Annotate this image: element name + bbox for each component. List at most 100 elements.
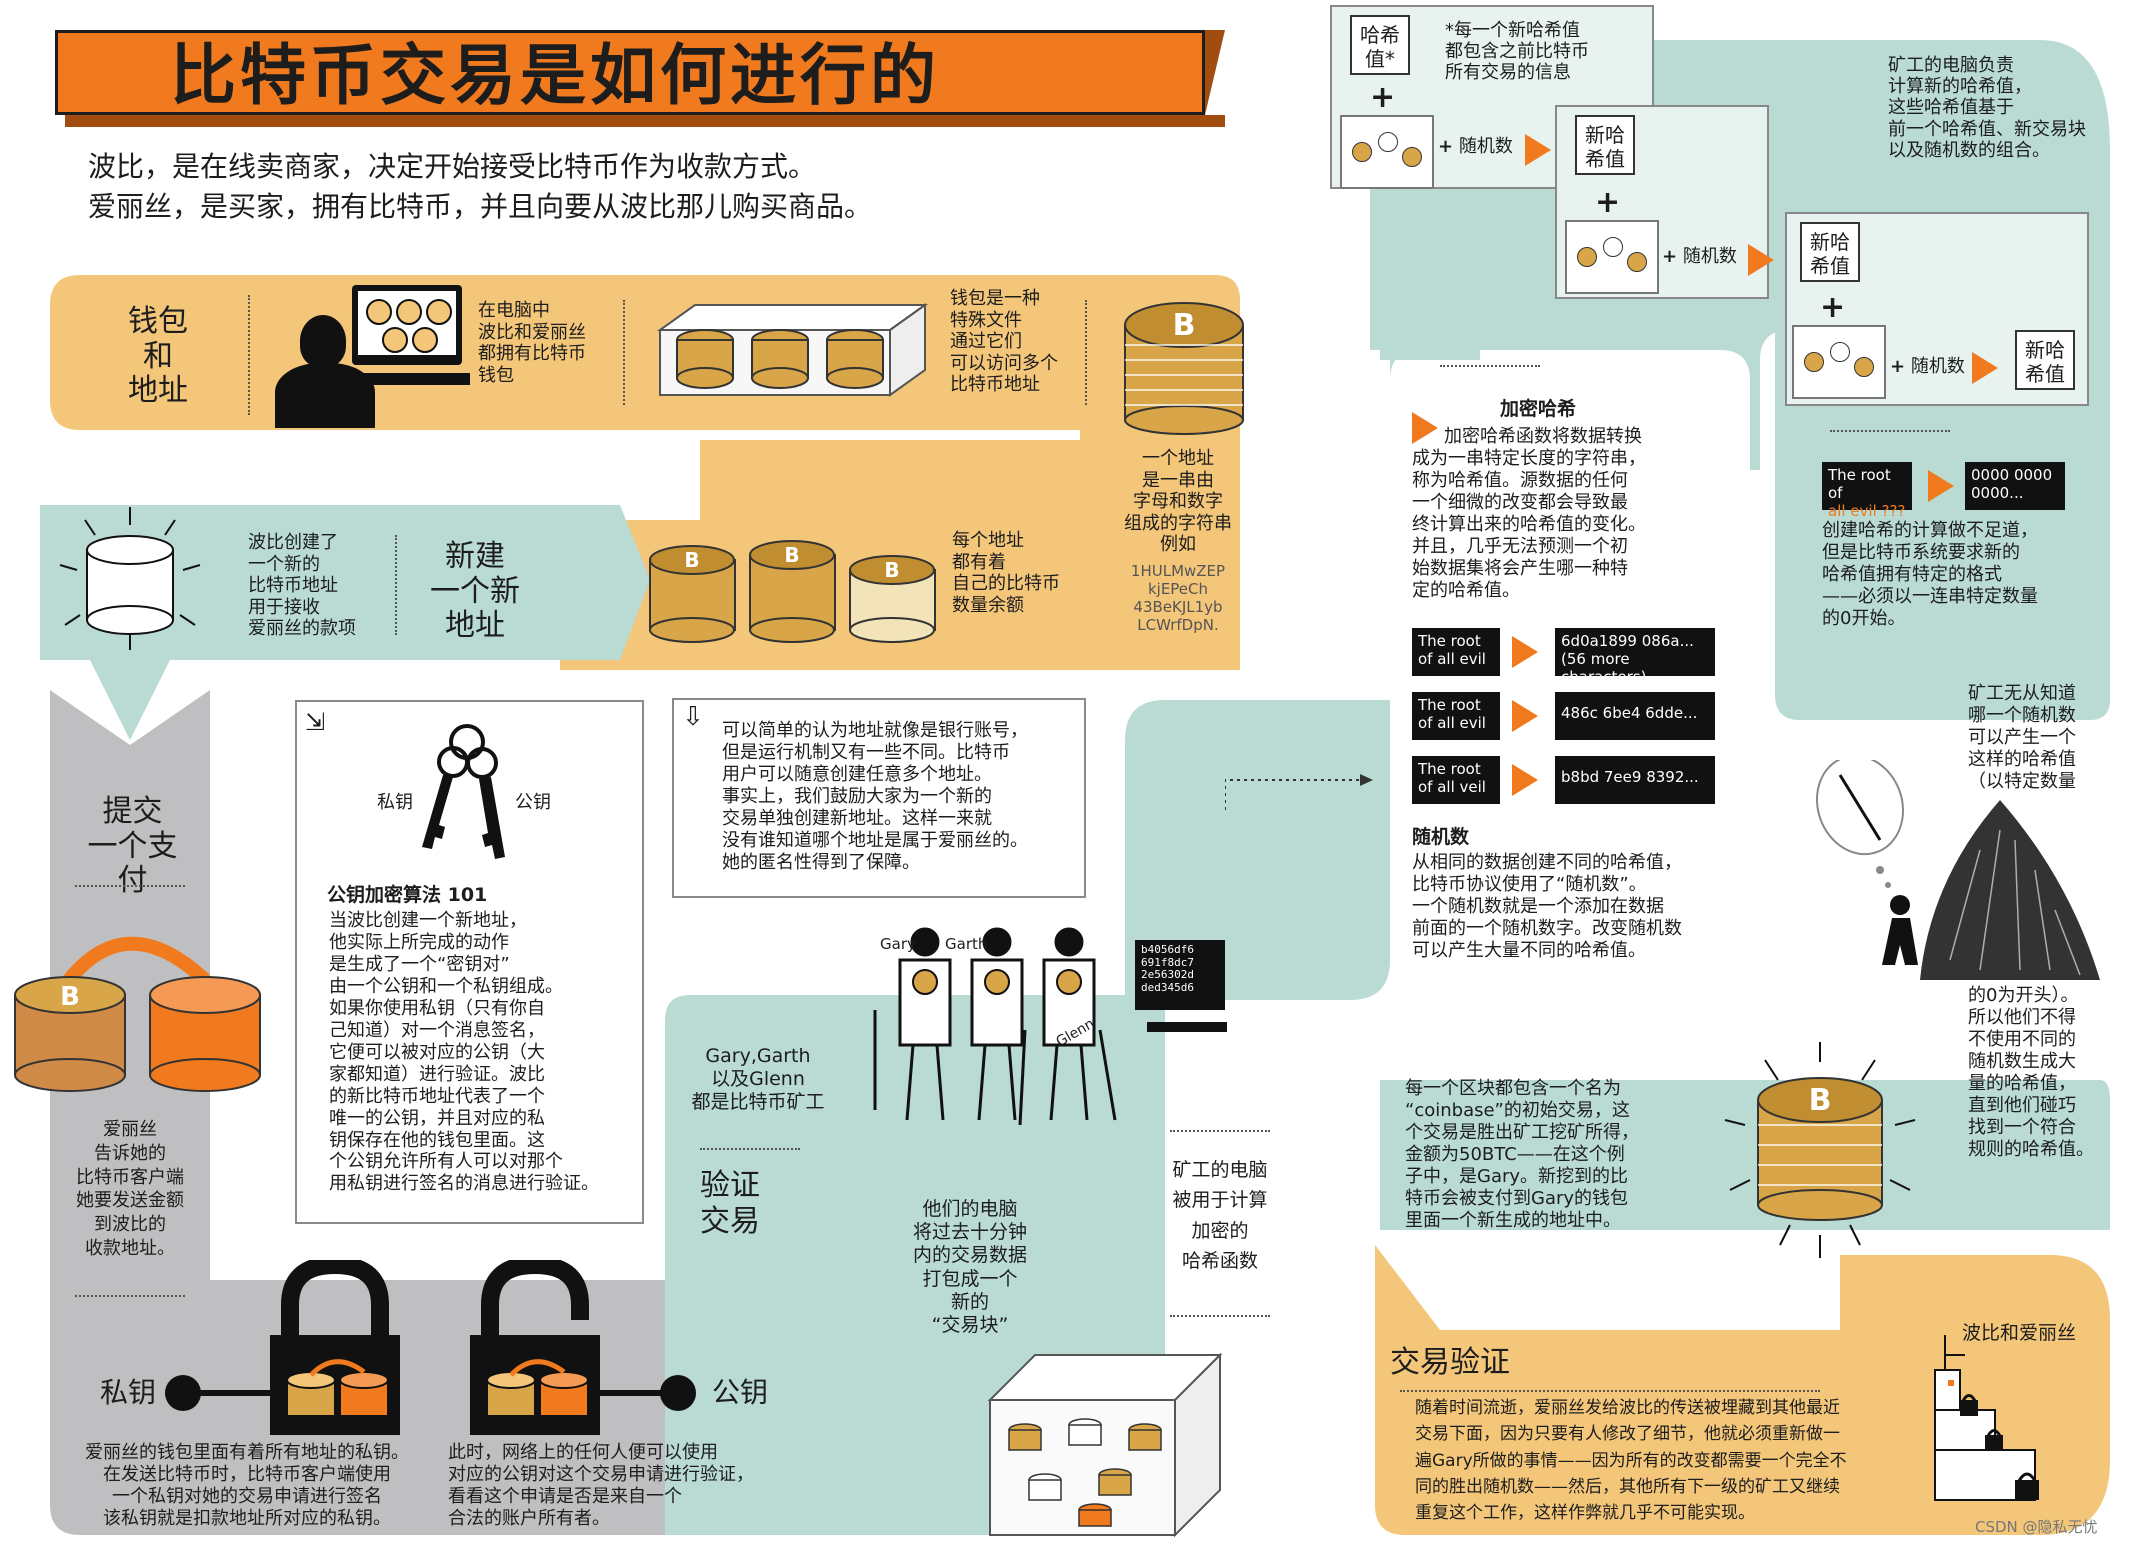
arrow-right-icon (1512, 700, 1538, 732)
watermark: CSDN @隐私无忧 (1975, 1518, 2098, 1536)
nonce-heading: 随机数 (1412, 826, 1470, 848)
block-pack-text: 他们的电脑将过去十分钟内的交易数据打包成一个新的“交易块” (912, 1198, 1027, 1336)
title-banner: 比特币交易是如何进行的 (55, 30, 1225, 127)
arrow-right-icon (1412, 412, 1438, 444)
closed-lock-icon (265, 1255, 405, 1440)
new-hash-box-2: 新哈希值 (1800, 222, 1860, 282)
address-balance-text: 每个地址都有着自己的比特币数量余额 (952, 530, 1060, 616)
wallet-computer-text: 在电脑中波比和爱丽丝都拥有比特币钱包 (478, 300, 586, 386)
new-hash-box-1: 新哈希值 (1575, 115, 1635, 175)
open-lock-icon (465, 1255, 605, 1440)
hash-value-box: 哈希值* (1350, 15, 1410, 75)
confirm-label: 波比和爱丽丝 (1962, 1322, 2077, 1344)
verify-heading: 验证交易 (700, 1168, 760, 1239)
crypto-hash-heading: 加密哈希 (1500, 398, 1577, 420)
plus-icon: + (1595, 185, 1621, 220)
public-key-lock-text: 此时，网络上的任何人便可以使用对应的公钥对这个交易申请进行验证，看看这个申请是否… (448, 1442, 754, 1529)
confirm-heading: 交易验证 (1390, 1345, 1510, 1380)
transaction-block-cube-icon (985, 1350, 1225, 1540)
mini-block-icon (1340, 115, 1434, 189)
needle-haystack-icon (1800, 754, 2120, 990)
buried-blocks-icon (1930, 1335, 2130, 1505)
svg-text:B: B (1173, 308, 1196, 343)
miner-name-gary: Gary (880, 935, 916, 953)
nonce-label-1: + 随机数 (1438, 136, 1513, 157)
wallet-file-text: 钱包是一种特殊文件通过它们可以访问多个比特币地址 (950, 288, 1058, 396)
hash-chain-right-text: 矿工的电脑负责计算新的哈希值，这些哈希值基于前一个哈希值、新交易块以及随机数的组… (1888, 55, 2086, 161)
dotted-arrow-icon (1224, 770, 1375, 810)
public-key-icon (660, 1375, 700, 1415)
payment-transfer-icon: B (5, 915, 265, 1105)
private-key-lock-label: 私钥 (100, 1376, 157, 1409)
plus-icon: + (1370, 80, 1396, 115)
private-key-label: 私钥 (377, 792, 413, 813)
crypto-hash-body: 加密哈希函数将数据转换成为一串特定长度的字符串，称为哈希值。源数据的任何一个细微… (1412, 426, 1646, 601)
confirm-body: 随着时间流逝，爱丽丝发给波比的传送被埋藏到其他最近交易下面，因为只要有人修改了细… (1415, 1398, 1847, 1524)
hash-compute-text: 矿工的电脑被用于计算加密的哈希函数 (1172, 1159, 1268, 1273)
miner-guess-top: 矿工无从知道哪一个随机数可以产生一个这样的哈希值（以特定数量 (1968, 683, 2076, 792)
address-text: 一个地址是一串由字母和数字组成的字符串例如 (1124, 448, 1232, 556)
crypto101-body: 当波比创建一个新地址，他实际上所完成的动作是生成了一个“密钥对”由一个公钥和一个… (329, 910, 599, 1195)
arrow-right-icon (1972, 352, 1998, 384)
plus-icon: + (1820, 290, 1846, 325)
page-title: 比特币交易是如何进行的 (170, 37, 940, 114)
public-key-label: 公钥 (515, 792, 551, 813)
key-ring-icon (387, 717, 547, 877)
down-arrow-icon: ⇩ (682, 702, 704, 732)
svg-text:B: B (784, 543, 799, 567)
submit-heading: 提交一个支付 (87, 794, 178, 898)
mini-block-icon (1565, 220, 1659, 294)
nonce-body: 从相同的数据创建不同的哈希值，比特币协议使用了“随机数”。一个随机数就是一个添加… (1412, 852, 1682, 961)
arrow-right-icon (1512, 764, 1538, 796)
svg-text:B: B (60, 982, 80, 1012)
arrow-right-icon (1512, 636, 1538, 668)
public-key-crypto-panel: ⇲ 私钥 公钥 公钥加密算法 101 当波比创建一个新地址，他实际上所完成的动作… (295, 700, 644, 1224)
miner-guess-bottom: 的0为开头）。所以他们不得不使用不同的随机数生成大量的哈希值，直到他们碰巧找到一… (1968, 985, 2094, 1160)
miners-group-icon (845, 920, 1165, 1140)
hash-output-3: b8bd 7ee9 8392... (1555, 756, 1715, 804)
person-at-computer-icon (270, 285, 470, 430)
arrow-right-icon (1748, 244, 1774, 276)
miner-name-garth: Garth (945, 935, 988, 953)
svg-text:B: B (684, 548, 699, 572)
private-key-lock-text: 爱丽丝的钱包里面有着所有地址的私钥。在发送比特币时，比特币客户端使用一个私钥对她… (85, 1442, 409, 1529)
mini-block-icon (1792, 325, 1886, 399)
submit-text: 爱丽丝告诉她的比特币客户端她要发送金额到波比的收款地址。 (76, 1119, 184, 1259)
intro-line-1: 波比，是在线卖商家，决定开始接受比特币作为收款方式。 (88, 150, 817, 183)
crypto101-heading: 公钥加密算法 101 (327, 884, 488, 906)
new-address-left-text: 波比创建了一个新的比特币地址用于接收爱丽丝的款项 (248, 532, 356, 640)
nonce-label-3: + 随机数 (1890, 356, 1965, 377)
arrow-right-icon (1928, 470, 1954, 502)
new-address-heading: 新建一个新地址 (430, 539, 520, 643)
coinbase-coin-icon: B (1720, 1040, 1920, 1260)
public-key-lock-label: 公钥 (712, 1376, 769, 1409)
arrow-right-icon (1525, 134, 1551, 166)
hash-output-2: 486c 6be4 6dde... (1555, 692, 1715, 740)
coin-file-box-icon (650, 300, 935, 400)
wallet-heading: 钱包和地址 (128, 304, 188, 408)
hash-output-1: 6d0a1899 086a...(56 more characters) (1555, 628, 1715, 686)
coinbase-text: 每一个区块都包含一个名为“coinbase”的初始交易，这个交易是胜出矿工挖矿所… (1405, 1078, 1639, 1231)
hash-chain-note: *每一个新哈希值都包含之前比特币所有交易的信息 (1445, 20, 1589, 84)
bitcoin-stack-icon: B (1120, 295, 1250, 435)
bank-note-text: 可以简单的认为地址就像是银行账号，但是运行机制又有一些不同。比特币用户可以随意创… (722, 720, 1028, 873)
nonce-label-2: + 随机数 (1662, 246, 1737, 267)
format-body: 创建哈希的计算做不足道，但是比特币系统要求新的哈希值拥有特定的格式——必须以一连… (1822, 520, 2038, 629)
new-hash-box-3: 新哈希值 (2015, 330, 2075, 390)
bank-account-note-panel: ⇩ 可以简单的认为地址就像是银行账号，但是运行机制又有一些不同。比特币用户可以随… (672, 698, 1086, 898)
corner-arrow-icon: ⇲ (305, 708, 326, 736)
svg-text:B: B (1809, 1083, 1832, 1118)
empty-address-cylinder-icon (55, 505, 205, 655)
private-key-icon (165, 1375, 205, 1415)
